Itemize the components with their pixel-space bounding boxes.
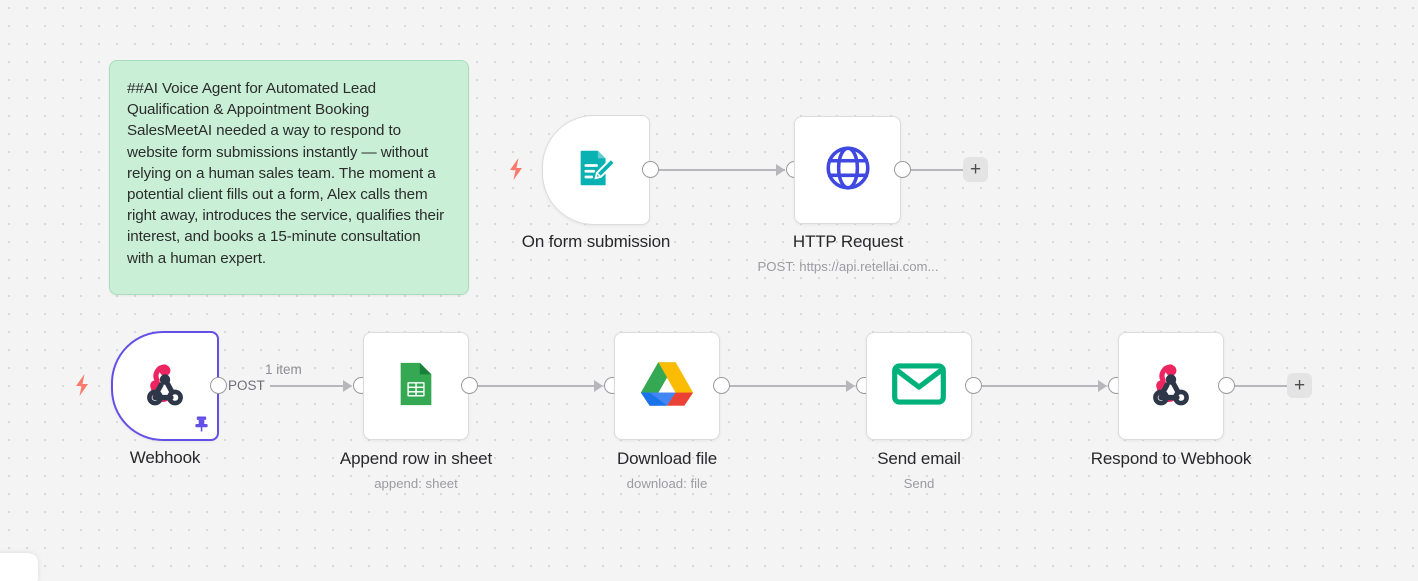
node-label-on-form-submission: On form submission [521, 232, 671, 251]
sticky-note[interactable]: ##AI Voice Agent for Automated Lead Qual… [109, 60, 469, 295]
connection-webhook-to-sheets[interactable] [270, 385, 344, 387]
trigger-bolt-icon [506, 157, 526, 181]
trigger-bolt-icon-webhook [72, 373, 92, 397]
output-handle-on-form-submission[interactable] [642, 161, 659, 178]
sticky-note-text: ##AI Voice Agent for Automated Lead Qual… [127, 80, 449, 267]
node-respond-to-webhook[interactable] [1118, 332, 1224, 440]
pin-icon [194, 415, 209, 433]
connection-method-label: POST [228, 378, 265, 393]
node-label-append-row-in-sheet: Append row in sheet [339, 449, 493, 468]
add-node-button-row2[interactable]: + [1287, 373, 1312, 398]
google-drive-icon [641, 360, 693, 413]
node-label-http-request: HTTP Request [792, 232, 904, 251]
node-label-respond-to-webhook: Respond to Webhook [1090, 449, 1252, 468]
connection-arrow-3 [594, 380, 603, 392]
webhook-icon-respond [1147, 360, 1195, 413]
connection-items-label: 1 item [265, 362, 302, 377]
connection-arrow [776, 164, 785, 176]
output-handle-append-row[interactable] [461, 377, 478, 394]
node-label-send-email: Send email [877, 449, 961, 468]
google-sheets-icon [395, 361, 437, 412]
output-handle-respond-to-webhook[interactable] [1218, 377, 1235, 394]
node-append-row-in-sheet[interactable] [363, 332, 469, 440]
node-label-download-file: Download file [616, 449, 718, 468]
node-subtitle-http-request: POST: https://api.retellai.com... [757, 259, 939, 274]
connection-sheets-to-drive[interactable] [478, 385, 595, 387]
output-handle-http-request[interactable] [894, 161, 911, 178]
connection-drive-to-email[interactable] [730, 385, 847, 387]
envelope-icon [892, 362, 946, 410]
connection-email-to-respond[interactable] [982, 385, 1099, 387]
node-subtitle-append-row-in-sheet: append: sheet [374, 476, 458, 491]
connection-form-to-http[interactable] [659, 169, 785, 171]
output-handle-send-email[interactable] [965, 377, 982, 394]
canvas-controls-panel[interactable] [0, 553, 38, 581]
globe-icon [823, 143, 873, 198]
node-http-request[interactable] [794, 116, 901, 224]
connection-http-to-add[interactable] [911, 169, 966, 171]
node-on-form-submission[interactable] [542, 115, 650, 225]
connection-respond-to-add[interactable] [1235, 385, 1290, 387]
add-node-button-row1[interactable]: + [963, 157, 988, 182]
node-label-webhook: Webhook [129, 448, 201, 467]
connection-arrow-4 [846, 380, 855, 392]
node-subtitle-download-file: download: file [626, 476, 708, 491]
connection-arrow-5 [1098, 380, 1107, 392]
node-send-email[interactable] [866, 332, 972, 440]
node-subtitle-send-email: Send [903, 476, 935, 491]
connection-arrow-2 [343, 380, 352, 392]
output-handle-download-file[interactable] [713, 377, 730, 394]
node-webhook[interactable] [111, 331, 219, 441]
webhook-icon [141, 360, 189, 413]
output-handle-webhook[interactable] [210, 377, 227, 394]
form-trigger-icon [573, 145, 619, 196]
node-download-file[interactable] [614, 332, 720, 440]
